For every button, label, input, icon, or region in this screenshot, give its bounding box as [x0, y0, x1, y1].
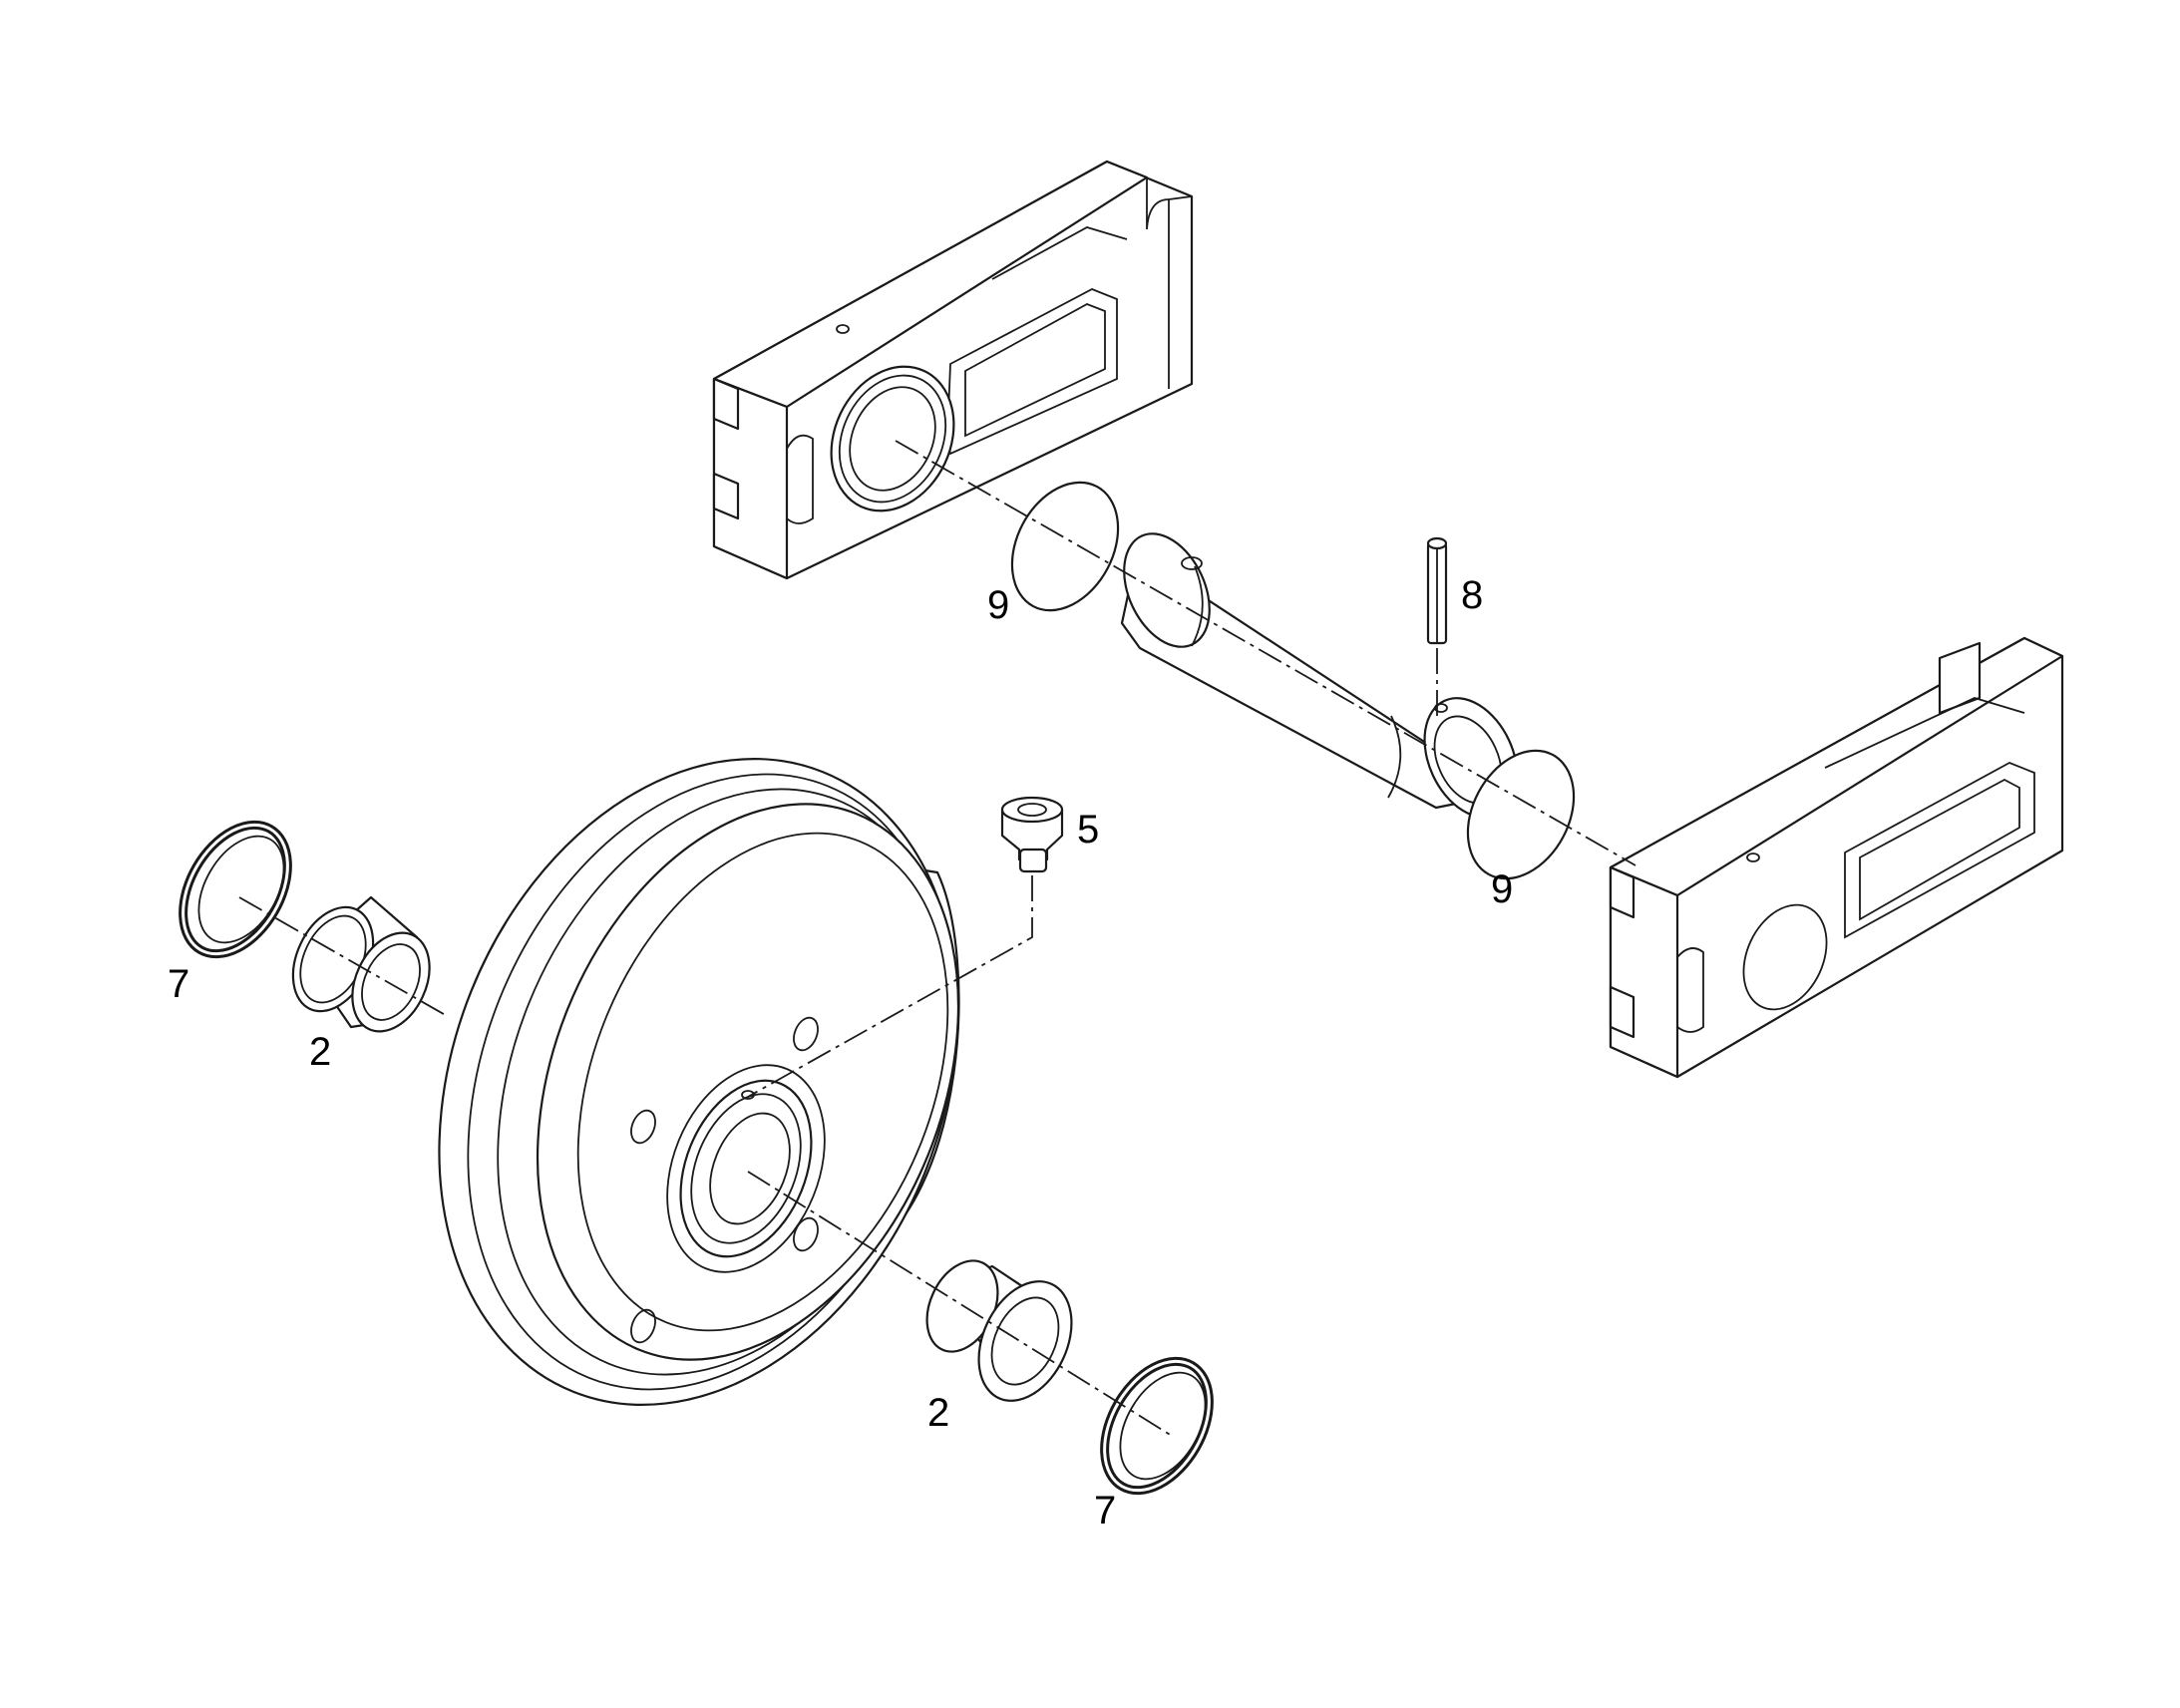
callout-8: 8	[1461, 573, 1483, 617]
callout-9-left: 9	[987, 583, 1009, 627]
callout-2-right: 2	[927, 1391, 949, 1435]
seal-left	[179, 820, 292, 959]
callout-9-right: 9	[1491, 867, 1513, 911]
bracket-lower-right	[1609, 636, 2064, 1079]
bracket-upper-left	[712, 160, 1194, 580]
callout-7-left: 7	[168, 962, 189, 1006]
bushing-left	[291, 895, 431, 1033]
callout-7-right: 7	[1094, 1489, 1116, 1533]
assembly-center-lines	[238, 440, 1636, 1437]
idler-wheel	[438, 758, 960, 1406]
pin-shaft	[1120, 532, 1519, 819]
o-ring-right	[1466, 749, 1576, 880]
callout-2-left: 2	[309, 1030, 331, 1074]
spring-pin	[1426, 536, 1448, 645]
callout-5: 5	[1077, 808, 1099, 852]
o-ring-left	[1010, 481, 1120, 612]
seal-right	[1100, 1356, 1214, 1496]
plug-screw	[1000, 796, 1064, 873]
